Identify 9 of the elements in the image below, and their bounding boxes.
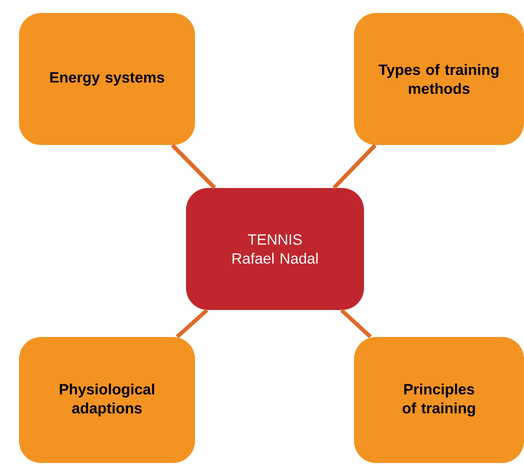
topic-box: Types of training methods bbox=[354, 13, 524, 145]
connector-line bbox=[340, 308, 372, 338]
topic-box: Physiological adaptions bbox=[19, 336, 195, 463]
connector-line bbox=[332, 144, 377, 190]
connector-line bbox=[176, 308, 208, 338]
topic-box: Energy systems bbox=[19, 13, 195, 145]
connector-line bbox=[171, 144, 216, 190]
central-box: TENNIS Rafael Nadal bbox=[186, 188, 364, 310]
topic-box: Principles of training bbox=[354, 336, 524, 463]
